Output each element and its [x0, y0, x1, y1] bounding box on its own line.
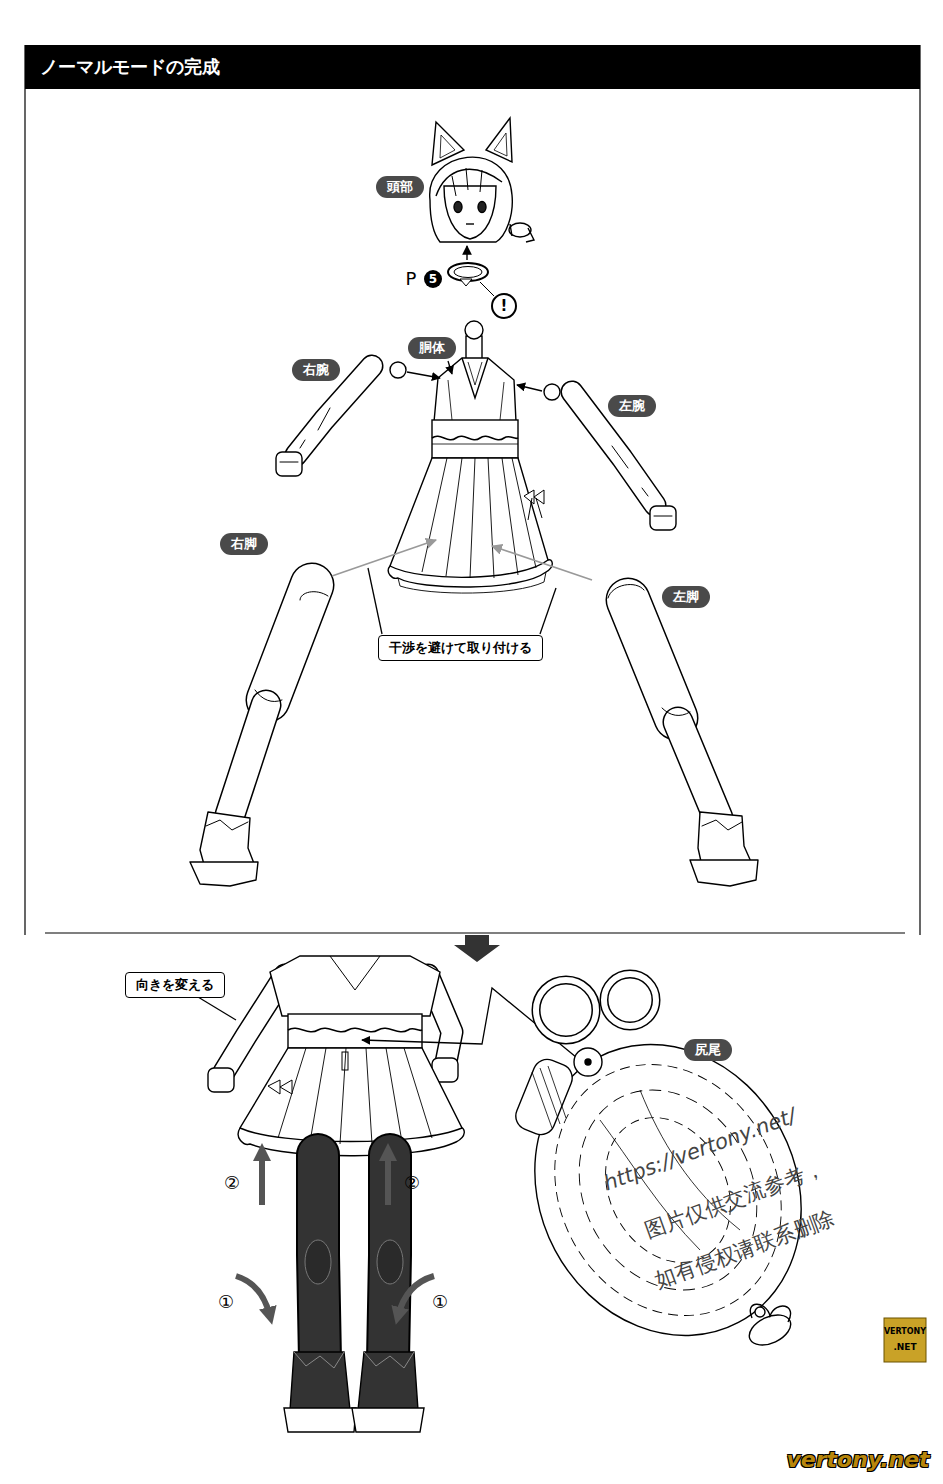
node-text: 右腕	[302, 362, 330, 378]
node-text: 左脚	[672, 589, 700, 605]
motion-arrows	[198, 988, 582, 1316]
node-text: 尻尾	[694, 1042, 722, 1058]
logo-badge	[884, 1318, 926, 1362]
node-text: 左腕	[618, 398, 646, 414]
torso-part	[388, 321, 552, 593]
part-name-tag: 胴体	[408, 337, 456, 359]
part-name-tag: 左腕	[608, 395, 656, 417]
caution-mark: !	[491, 293, 517, 319]
leg-parts	[190, 584, 758, 886]
node-text: 頭部	[386, 179, 414, 195]
head-part	[430, 118, 534, 296]
node-text: 干渉を避けて取り付ける	[388, 640, 533, 656]
part-name-tag: 右腕	[292, 359, 340, 381]
callout-number: 5	[424, 270, 442, 288]
leader-lines	[332, 361, 592, 634]
logo-text: .NET	[893, 1343, 916, 1353]
tail-part	[485, 974, 852, 1383]
step-number: ①	[218, 1292, 234, 1312]
step-number: ①	[432, 1292, 448, 1312]
back-view-figure	[208, 956, 464, 1432]
step-number: ②	[404, 1173, 420, 1193]
note-box: 向きを変える	[125, 972, 225, 998]
part-name-tag: 頭部	[376, 176, 424, 198]
part-name-tag: 右脚	[220, 533, 268, 555]
node-text: 胴体	[418, 340, 446, 356]
note-box: 干渉を避けて取り付ける	[378, 635, 543, 661]
page-title: ノーマルモードの完成	[40, 53, 220, 81]
page-frame	[25, 45, 920, 962]
node-text: 向きを変える	[135, 977, 215, 993]
part-name-tag: 左脚	[662, 586, 710, 608]
arm-parts	[276, 362, 676, 530]
part-name-tag: 尻尾	[684, 1039, 732, 1061]
step-number: ②	[224, 1173, 240, 1193]
logo-text: VERTONY	[884, 1328, 926, 1337]
watermark: vertony.net	[786, 1448, 929, 1472]
part-ref: P	[406, 269, 417, 289]
node-text: 右脚	[230, 536, 258, 552]
